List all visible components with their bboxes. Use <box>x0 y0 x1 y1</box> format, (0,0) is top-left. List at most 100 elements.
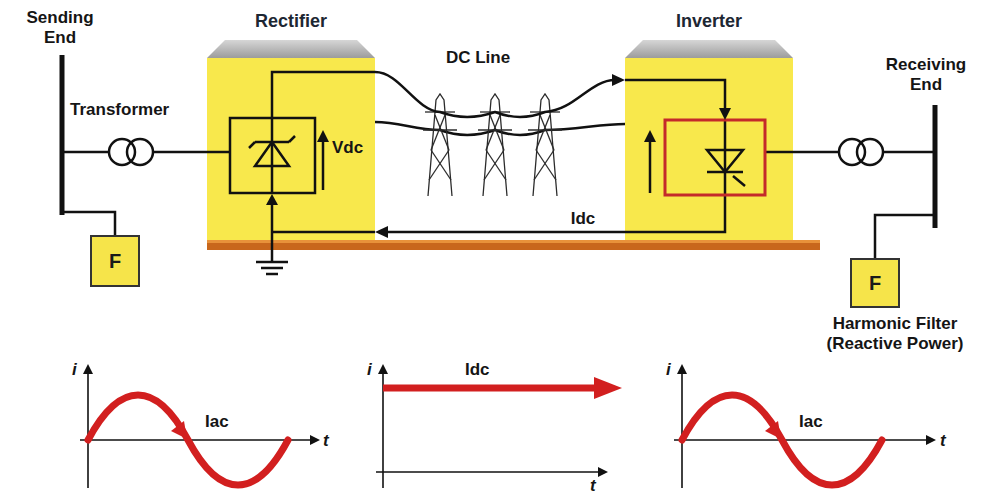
transmission-tower <box>478 94 512 196</box>
station-heading: Inverter <box>676 10 742 32</box>
transmission-tower <box>484 150 504 180</box>
transformer-symbol <box>153 151 207 154</box>
inverter-internals <box>724 120 727 195</box>
transformer-symbol <box>62 151 109 154</box>
plot-axis <box>376 471 600 473</box>
ground-symbol <box>256 261 288 264</box>
dc-current-arrow <box>383 385 596 392</box>
rectifier-internals <box>271 118 274 193</box>
ground-symbol <box>266 273 278 276</box>
dc-current-arrow <box>594 377 622 399</box>
ac-current-wave <box>682 395 882 485</box>
current-arrowhead <box>171 421 187 439</box>
line-label: DC Line <box>443 48 513 68</box>
bus-bar <box>60 55 65 215</box>
signal-label: Iac <box>205 412 229 432</box>
transmission-tower <box>534 150 554 180</box>
transmission-tower <box>486 150 506 180</box>
transmission-tower <box>483 94 507 196</box>
station-heading: Rectifier <box>255 10 327 32</box>
transmission-tower <box>486 115 500 150</box>
inverter-internals <box>625 58 793 240</box>
ac-current-wave <box>88 395 288 485</box>
plot-axis <box>598 467 608 477</box>
plot-axis <box>681 372 683 488</box>
ground-bar <box>207 240 820 243</box>
plot-axis <box>80 364 936 488</box>
ground-bar <box>207 240 820 250</box>
plot-axis <box>87 372 89 488</box>
plot-axis <box>378 364 388 374</box>
rectifier-internals <box>322 142 325 190</box>
bus-name: Receiving End <box>876 55 976 95</box>
axis-label: t <box>940 431 946 451</box>
plot-axis <box>80 439 312 441</box>
filter-wire <box>62 212 115 235</box>
inverter-internals <box>625 80 725 108</box>
rectifier-internals <box>266 194 278 205</box>
inverter-internals <box>707 150 743 172</box>
filter-label: F <box>869 272 881 294</box>
inverter-internals <box>719 108 731 120</box>
arrowhead <box>612 74 625 86</box>
filter-box: F <box>850 258 900 308</box>
rectifier-internals <box>230 118 315 193</box>
axis-label: i <box>72 360 77 380</box>
plot-axis <box>83 364 93 374</box>
dc-current-arrow <box>383 377 622 399</box>
inverter-internals <box>665 120 765 195</box>
dc-conductor <box>385 231 625 234</box>
filter-label: F <box>109 250 121 272</box>
bus-bar <box>933 105 938 228</box>
plot-axis <box>310 435 320 445</box>
axis-label: t <box>590 476 596 496</box>
component-name: Transformer <box>70 100 169 120</box>
ground-bar <box>207 240 820 250</box>
inverter-internals <box>644 130 656 142</box>
inverter-internals <box>649 142 652 193</box>
dc-conductor <box>375 72 615 117</box>
rectifier-internals <box>207 72 375 240</box>
axis-label: t <box>323 431 329 451</box>
transformer-symbol <box>62 139 935 165</box>
inverter-internals <box>733 176 745 186</box>
transformer-symbol <box>793 151 839 154</box>
axis-label: i <box>367 360 372 380</box>
bus-name: Sending End <box>10 8 110 48</box>
inverter-internals <box>625 80 793 232</box>
transmission-tower <box>540 115 554 150</box>
inverter-internals <box>644 108 731 142</box>
plot-axis <box>926 435 936 445</box>
transmission-tower <box>478 129 512 130</box>
transmission-tower <box>431 115 445 150</box>
rectifier-internals <box>271 205 274 240</box>
arrowhead <box>375 226 388 238</box>
ground-symbol <box>271 240 274 262</box>
rectifier-internals <box>255 141 289 144</box>
transformer-symbol <box>127 139 153 165</box>
signal-label: Iac <box>799 412 823 432</box>
dc-conductor <box>375 72 625 117</box>
transmission-tower <box>490 115 504 150</box>
filter-caption: Harmonic Filter (Reactive Power) <box>800 314 990 354</box>
station-roof <box>625 40 793 58</box>
filter-wire <box>875 215 935 258</box>
inverter-internals <box>765 151 793 154</box>
transmission-tower <box>423 94 562 196</box>
line-label: Idc <box>568 209 599 229</box>
inverter-internals <box>625 195 725 232</box>
transmission-tower <box>429 150 449 180</box>
transformer-symbol <box>883 151 935 154</box>
signal-label: Idc <box>465 360 490 380</box>
plot-axis <box>677 364 687 374</box>
plot-axis <box>674 439 928 441</box>
bus-bar <box>62 55 935 228</box>
transformer-symbol <box>857 139 883 165</box>
current-arrowhead <box>765 421 781 439</box>
transmission-tower <box>423 129 457 130</box>
rectifier-internals <box>249 142 255 148</box>
rectifier-internals <box>255 142 289 166</box>
rectifier-internals <box>289 136 295 142</box>
